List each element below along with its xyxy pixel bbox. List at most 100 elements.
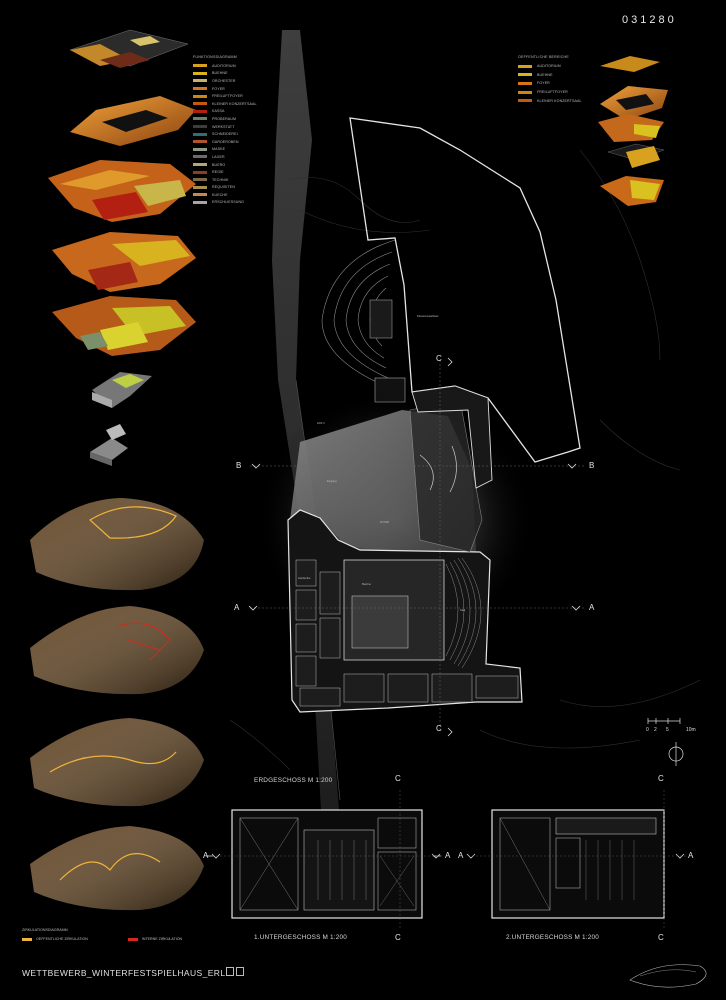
theatre-ground-floor xyxy=(287,399,523,713)
footer-box xyxy=(226,967,234,976)
legend-row: KASSA xyxy=(193,108,257,116)
section-lines xyxy=(250,360,585,730)
legend-row: WERKSTATT xyxy=(193,123,257,131)
legend-swatch xyxy=(193,102,207,106)
section-a-left: A xyxy=(234,603,240,612)
plan-title-ug1: 1.UNTERGESCHOSS M 1:200 xyxy=(254,934,348,941)
ug2-section-a-right: A xyxy=(688,851,694,860)
legend-functions-title: FUNKTIONSDIAGRAMM xyxy=(193,55,237,59)
legend-swatch xyxy=(518,64,532,68)
plan-title-ground: ERDGESCHOSS M 1:200 xyxy=(254,777,333,784)
room-label-garderobe: Garderobe xyxy=(298,577,311,580)
legend-circulation: ZIRKULATIONSDIAGRAMM OEFFENTLICHE ZIRKUL… xyxy=(22,928,222,941)
footer-title: WETTBEWERB_WINTERFESTSPIELHAUS_ERL xyxy=(22,968,226,978)
connection-wing xyxy=(411,385,493,489)
legend-swatch xyxy=(193,193,207,197)
legend-row: FREILUFTFOYER xyxy=(193,92,257,100)
legend-row: BUEHNE xyxy=(193,70,257,78)
legend-swatch xyxy=(193,71,207,75)
legend-row: LAGER xyxy=(193,153,257,161)
legend-row: MASKE xyxy=(193,146,257,154)
scale-bar xyxy=(647,718,684,766)
legend-row: GARDEROBEN xyxy=(193,138,257,146)
legend-swatch xyxy=(193,64,207,68)
legend-swatch xyxy=(127,937,138,941)
legend-functions: FUNKTIONSDIAGRAMM AUDITORIUM BUEHNE ORCH… xyxy=(193,55,257,206)
room-label-saal: Saal xyxy=(460,609,466,612)
legend-public-areas: OEFFENTLICHE BEREICHE AUDITORIUM BUEHNE … xyxy=(518,55,582,105)
legend-swatch xyxy=(193,185,207,189)
legend-swatch xyxy=(193,125,207,129)
legend-row: PROBERAUM xyxy=(193,115,257,123)
site-contours xyxy=(229,149,701,771)
legend-row: FOYER xyxy=(518,79,582,88)
plan-ug2 xyxy=(466,790,686,930)
room-label-eingang: Eingang xyxy=(327,480,337,483)
plan-ug1 xyxy=(206,790,442,930)
scale-tick-5: 5 xyxy=(666,727,669,733)
legend-swatch xyxy=(22,937,32,941)
legend-swatch xyxy=(193,109,207,113)
legend-row: KLEINER KONZERTSAAL xyxy=(518,96,582,105)
legend-swatch xyxy=(518,81,532,85)
passionsspielhaus-seating xyxy=(321,239,406,403)
legend-swatch xyxy=(518,99,532,103)
legend-swatch xyxy=(518,90,532,94)
legend-swatch xyxy=(193,87,207,91)
legend-swatch xyxy=(193,155,207,159)
legend-row: FREILUFTFOYER xyxy=(518,88,582,97)
footer-form xyxy=(629,964,707,988)
public-area-isometrics xyxy=(598,56,668,206)
section-c-bottom: C xyxy=(436,724,442,733)
legend-swatch xyxy=(193,170,207,174)
legend-row: ERSCHLIESSUNG xyxy=(193,199,257,207)
room-label-hof: HOF 2 xyxy=(317,422,325,425)
legend-public-title: OEFFENTLICHE BEREICHE xyxy=(518,55,569,59)
legend-row: AUDITORIUM xyxy=(518,62,582,71)
isometric-diagrams xyxy=(48,29,196,466)
legend-swatch xyxy=(193,200,207,204)
legend-extern-label: OEFFENTLICHE ZIRKULATION xyxy=(36,937,88,941)
legend-row: SCHNEIDEREI xyxy=(193,130,257,138)
legend-swatch xyxy=(193,117,207,121)
ug2-section-a-left: A xyxy=(458,851,464,860)
legend-swatch xyxy=(518,73,532,77)
project-id: 031280 xyxy=(622,14,677,26)
legend-row: KLEINER KONZERTSAAL xyxy=(193,100,257,108)
section-a-right: A xyxy=(589,603,595,612)
room-label-foyer: FOYER xyxy=(380,521,389,524)
legend-row: TECHNIK xyxy=(193,176,257,184)
scale-tick-0: 0 xyxy=(646,727,649,733)
ug1-section-c-top: C xyxy=(395,774,401,783)
scale-tick-2: 2 xyxy=(654,727,657,733)
scale-tick-10: 10m xyxy=(686,727,696,733)
legend-row: REQUISITEN xyxy=(193,184,257,192)
legend-intern-label: INTERNE ZIRKULATION xyxy=(141,937,183,941)
section-c-top: C xyxy=(436,354,442,363)
legend-row: BUERO xyxy=(193,161,257,169)
ug2-section-c-bottom: C xyxy=(658,933,664,942)
ug1-section-c-bottom: C xyxy=(395,933,401,942)
legend-row: BUEHNE xyxy=(518,71,582,80)
legend-swatch xyxy=(193,79,207,83)
legend-row: KUECHE xyxy=(193,191,257,199)
section-b-right: B xyxy=(589,461,595,470)
circulation-diagrams xyxy=(30,498,204,911)
legend-swatch xyxy=(193,132,207,136)
plan-title-ug2: 2.UNTERGESCHOSS M 1:200 xyxy=(506,934,600,941)
legend-swatch xyxy=(193,147,207,151)
room-label-buehne: Buehne xyxy=(362,583,371,586)
legend-swatch xyxy=(193,163,207,167)
legend-row: AUDITORIUM xyxy=(193,62,257,70)
legend-swatch xyxy=(193,140,207,144)
legend-row: FOYER xyxy=(193,85,257,93)
legend-row: ORCHESTER xyxy=(193,77,257,85)
footer-box xyxy=(236,967,244,976)
legend-circulation-title: ZIRKULATIONSDIAGRAMM xyxy=(22,928,68,932)
section-arrows xyxy=(248,357,581,737)
ug2-section-c-top: C xyxy=(658,774,664,783)
ug1-section-a-left: A xyxy=(203,851,209,860)
section-b-left: B xyxy=(236,461,242,470)
